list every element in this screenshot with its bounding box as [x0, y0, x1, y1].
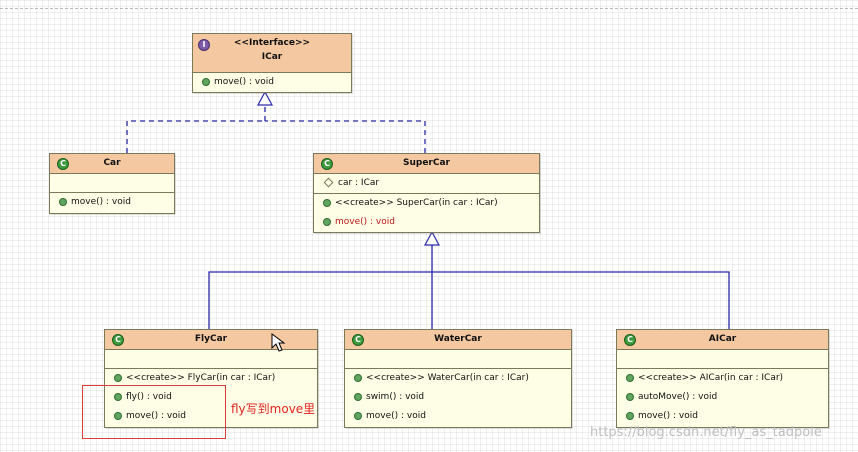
field-label: car : ICar	[338, 178, 380, 188]
method-row: swim() : void	[345, 388, 571, 407]
method-label: move() : void	[638, 411, 698, 421]
method-row: autoMove() : void	[617, 388, 828, 407]
class-header: C Car	[50, 154, 174, 174]
mouse-cursor-icon	[271, 333, 286, 352]
class-icon: C	[624, 334, 636, 346]
diagram-top-border	[0, 8, 858, 9]
method-label: <<create>> AICar(in car : ICar)	[638, 373, 784, 383]
method-row: move() : void	[193, 73, 351, 92]
method-label: <<create>> SuperCar(in car : ICar)	[335, 198, 498, 208]
class-supercar[interactable]: C SuperCar car : ICar <<create>> SuperCa…	[313, 153, 540, 233]
class-icar[interactable]: I <<Interface>> ICar move() : void	[192, 33, 352, 93]
method-label: <<create>> FlyCar(in car : ICar)	[126, 373, 276, 383]
public-method-icon	[114, 373, 122, 382]
method-row: move() : void	[105, 407, 317, 426]
class-icon: C	[321, 158, 333, 170]
method-label: <<create>> WaterCar(in car : ICar)	[366, 373, 529, 383]
method-row: move() : void	[314, 213, 539, 232]
public-method-icon	[354, 392, 362, 401]
method-section: <<create>> FlyCar(in car : ICar) fly() :…	[105, 369, 317, 426]
class-watercar[interactable]: C WaterCar <<create>> WaterCar(in car : …	[344, 329, 572, 428]
method-row: <<create>> FlyCar(in car : ICar)	[105, 369, 317, 388]
method-label: fly() : void	[126, 392, 172, 402]
generalization-flycar	[208, 271, 432, 329]
class-header: C WaterCar	[345, 330, 571, 350]
field-section	[105, 350, 317, 369]
method-section: move() : void	[193, 73, 351, 92]
public-method-icon	[202, 77, 210, 86]
method-section: <<create>> WaterCar(in car : ICar) swim(…	[345, 369, 571, 426]
class-name: WaterCar	[434, 334, 482, 344]
method-row: move() : void	[345, 407, 571, 426]
public-method-icon	[114, 392, 122, 401]
class-header: C FlyCar	[105, 330, 317, 350]
field-section: car : ICar	[314, 174, 539, 194]
class-flycar[interactable]: C FlyCar <<create>> FlyCar(in car : ICar…	[104, 329, 318, 428]
class-name: AICar	[708, 334, 737, 344]
public-method-icon	[114, 411, 122, 420]
public-method-icon	[323, 198, 331, 207]
annotation-note: fly写到move里	[231, 402, 316, 416]
public-method-icon	[626, 392, 634, 401]
method-label: move() : void	[214, 77, 274, 87]
generalization-arrowhead	[423, 230, 441, 246]
public-method-icon	[626, 373, 634, 382]
method-label: move() : void	[71, 197, 131, 207]
class-car[interactable]: C Car move() : void	[49, 153, 175, 214]
method-row: <<create>> SuperCar(in car : ICar)	[314, 194, 539, 213]
method-label: autoMove() : void	[638, 392, 718, 402]
field-section	[617, 350, 828, 369]
class-stereotype: <<Interface>>	[233, 38, 311, 48]
class-name: FlyCar	[194, 334, 228, 344]
class-name: SuperCar	[403, 158, 450, 168]
method-section: <<create>> AICar(in car : ICar) autoMove…	[617, 369, 828, 426]
public-method-icon	[354, 411, 362, 420]
class-header: C SuperCar	[314, 154, 539, 174]
class-header: C AICar	[617, 330, 828, 350]
class-icon: C	[352, 334, 364, 346]
method-row: move() : void	[50, 193, 174, 212]
field-section	[345, 350, 571, 369]
class-icon: C	[57, 158, 69, 170]
public-method-icon	[323, 217, 331, 226]
class-header: I <<Interface>> ICar	[193, 34, 351, 73]
field-row: car : ICar	[314, 174, 539, 193]
generalization-aicar	[432, 271, 730, 329]
method-row: move() : void	[617, 407, 828, 426]
class-name: ICar	[261, 52, 283, 62]
method-row: fly() : void	[105, 388, 317, 407]
realization-supercar-icar	[265, 120, 426, 153]
realization-arrowhead	[256, 90, 274, 106]
public-method-icon	[354, 373, 362, 382]
interface-icon: I	[198, 39, 210, 51]
class-name: Car	[103, 158, 121, 168]
method-label: move() : void	[366, 411, 426, 421]
method-label: move() : void	[335, 217, 395, 227]
method-label: swim() : void	[366, 392, 425, 402]
field-section	[50, 174, 174, 193]
method-section: <<create>> SuperCar(in car : ICar) move(…	[314, 194, 539, 232]
method-label: move() : void	[126, 411, 186, 421]
public-method-icon	[59, 197, 67, 206]
realization-car-icar	[126, 120, 265, 153]
watermark: https://blog.csdn.net/fly_as_tadpole	[590, 425, 822, 440]
highlight-box	[82, 385, 226, 439]
method-row: <<create>> AICar(in car : ICar)	[617, 369, 828, 388]
class-icon: C	[112, 334, 124, 346]
protected-field-icon	[323, 177, 334, 188]
class-aicar[interactable]: C AICar <<create>> AICar(in car : ICar) …	[616, 329, 829, 428]
public-method-icon	[626, 411, 634, 420]
method-section: move() : void	[50, 193, 174, 212]
method-row: <<create>> WaterCar(in car : ICar)	[345, 369, 571, 388]
